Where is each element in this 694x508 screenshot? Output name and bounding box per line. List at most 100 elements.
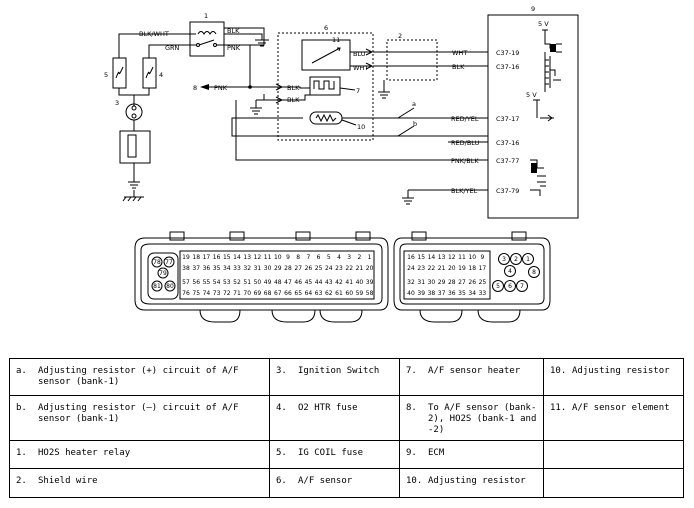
callout-8: 8 — [193, 84, 197, 92]
connector-pin: 17 — [203, 254, 211, 261]
connector-pin: 22 — [428, 265, 436, 272]
legend-cell: 1. HO2S heater relay — [9, 439, 270, 470]
connector-pin: 37 — [192, 265, 200, 272]
legend-text: HO2S heater relay — [38, 447, 131, 458]
connector-pin: 42 — [335, 279, 343, 286]
connector-pin: 15 — [417, 254, 425, 261]
connector-pin: 2 — [514, 256, 518, 263]
connector-pin: 56 — [192, 279, 200, 286]
legend-key: 1. — [16, 447, 27, 458]
legend-cell: 10.Adjusting resistor — [543, 358, 684, 396]
connector-pin: 16 — [407, 254, 415, 261]
legend-key: 3. — [276, 366, 287, 376]
legend-text: Ignition Switch — [298, 366, 380, 376]
legend-key: 10. — [406, 476, 423, 487]
connector-pin: 9 — [480, 254, 484, 261]
connector-pin: 28 — [448, 279, 456, 286]
legend-cell — [543, 439, 684, 470]
connector-pin: 31 — [417, 279, 425, 286]
label-wht-ecm: WHT — [452, 49, 467, 57]
connector-pin: 6 — [508, 283, 512, 290]
connector-pin: 7 — [306, 254, 310, 261]
callout-4: 4 — [159, 71, 163, 79]
connector-pin: 20 — [448, 265, 456, 272]
connector-pin: 34 — [468, 290, 476, 297]
connector-pin: 36 — [448, 290, 456, 297]
legend-key: 11. — [550, 402, 567, 413]
callout-3: 3 — [115, 99, 119, 107]
connector-round-pin — [528, 266, 540, 278]
terminal-c37-19: C37-19 — [496, 49, 519, 57]
legend-key: 4. — [276, 402, 287, 413]
connector-pin: 64 — [305, 290, 313, 297]
legend-text: A/F sensor element — [572, 402, 670, 413]
connector-pin: 28 — [284, 265, 292, 272]
connector-pin: 14 — [428, 254, 436, 261]
label-grn: GRN — [165, 44, 180, 52]
connector-pin: 79 — [159, 270, 167, 277]
wiring-diagram: 5 4 BLK/WHT GRN 3 1 BLK PNK 8 PNK BLK BL… — [104, 5, 579, 323]
legend-cell — [543, 468, 684, 498]
af-sensor-heater — [309, 76, 341, 96]
connector-round-pin — [504, 265, 516, 277]
connector-pin: 29 — [274, 265, 282, 272]
connector-pin: 57 — [182, 279, 190, 286]
connector-pin: 50 — [254, 279, 262, 286]
connector-pin: 69 — [254, 290, 262, 297]
connector-pin: 49 — [264, 279, 272, 286]
shield-wire — [386, 39, 438, 81]
connector-pin: 68 — [264, 290, 272, 297]
legend-text: Adjusting resistor — [428, 476, 526, 487]
terminal-c37-79: C37-79 — [496, 187, 519, 195]
connector-pin: 1 — [368, 254, 372, 261]
connector-pin: 16 — [213, 254, 221, 261]
connector-pin: 54 — [213, 279, 221, 286]
legend-text: A/F sensor heater — [428, 366, 521, 376]
connector-pin: 33 — [233, 265, 241, 272]
connector-pin: 2 — [357, 254, 361, 261]
connector-pin: 25 — [479, 279, 487, 286]
label-5v-mid: 5 V — [526, 91, 537, 99]
connector-pin: 65 — [294, 290, 302, 297]
callout-9: 9 — [531, 5, 535, 13]
main-fuse-block — [119, 130, 151, 164]
label-pnk-left: PNK — [214, 84, 228, 92]
af-sensor-housing — [277, 32, 374, 141]
connector-pin: 63 — [315, 290, 323, 297]
callout-11: 11 — [332, 36, 340, 44]
callout-7: 7 — [356, 87, 360, 95]
connector-pin: 8 — [296, 254, 300, 261]
legend-key: 8. — [406, 402, 417, 413]
connector-pin: 39 — [366, 279, 374, 286]
legend-text: ECM — [428, 447, 445, 458]
connector-pin: 74 — [203, 290, 211, 297]
legend-cell: 10. Adjusting resistor — [399, 468, 544, 498]
connector-pin: 30 — [428, 279, 436, 286]
legend-key: 6. — [276, 476, 287, 487]
connector-pin: 30 — [264, 265, 272, 272]
terminal-c37-17: C37-17 — [496, 115, 519, 123]
legend-key: a. — [16, 366, 27, 376]
legend-key: 2. — [16, 476, 27, 487]
ecm-box — [487, 14, 579, 219]
connector-pin: 27 — [458, 279, 466, 286]
connector-pin: 32 — [243, 265, 251, 272]
label-blk-relay: BLK — [227, 27, 240, 35]
connector-pin: 4 — [337, 254, 341, 261]
legend-row: a.Adjusting resistor (+) circuit of A/F … — [9, 358, 684, 396]
connector-round-pin — [492, 280, 504, 292]
connector-pin: 11 — [458, 254, 466, 261]
connector-round-pin — [151, 256, 163, 268]
callout-1: 1 — [204, 12, 208, 20]
label-blk-ecm: BLK — [452, 63, 465, 71]
connector-pin: 7 — [520, 283, 524, 290]
legend-text: IG COIL fuse — [298, 447, 364, 458]
connector-pin: 45 — [305, 279, 313, 286]
connector-round-pin — [164, 280, 176, 292]
connector-pin: 53 — [223, 279, 231, 286]
connector-pin: 8 — [532, 269, 536, 276]
connector-pin: 77 — [165, 259, 173, 266]
legend-text: To A/F sensor (bank-2), HO2S (bank-1 and… — [428, 402, 537, 435]
